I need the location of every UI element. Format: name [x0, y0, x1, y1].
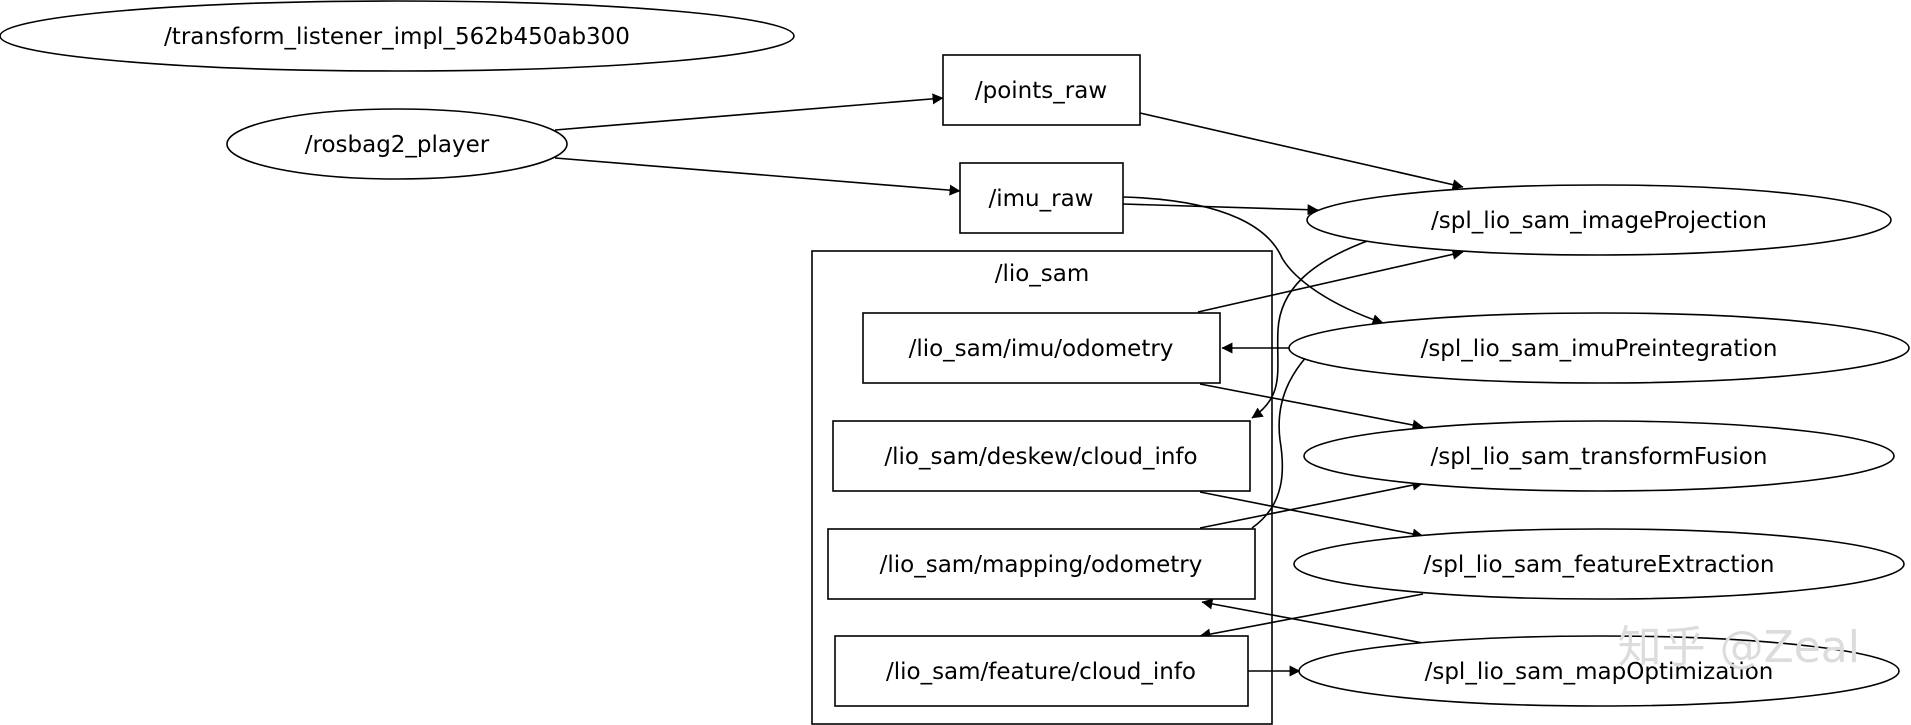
edge-rosbag2-to-imu-raw	[554, 157, 961, 196]
node-transform-listener-label: /transform_listener_impl_562b450ab300	[164, 24, 630, 50]
node-lio-sam-deskew-cloud-info-label: /lio_sam/deskew/cloud_info	[884, 444, 1197, 470]
edge-imu-odometry-to-image-projection	[1197, 248, 1464, 313]
node-lio-sam-mapping-odometry-label: /lio_sam/mapping/odometry	[880, 552, 1203, 578]
node-imu-raw-label: /imu_raw	[989, 186, 1094, 212]
edge-imu-raw-to-image-projection	[1122, 203, 1319, 216]
cluster-label: /lio_sam	[995, 261, 1090, 287]
node-spl-lio-sam-image-projection: /spl_lio_sam_imageProjection	[1306, 184, 1892, 256]
node-lio-sam-imu-odometry: /lio_sam/imu/odometry	[862, 312, 1221, 384]
node-rosbag2-player: /rosbag2_player	[226, 108, 568, 180]
node-spl-lio-sam-feature-extraction: /spl_lio_sam_featureExtraction	[1293, 528, 1905, 600]
node-lio-sam-feature-cloud-info-label: /lio_sam/feature/cloud_info	[886, 659, 1196, 685]
node-lio-sam-deskew-cloud-info: /lio_sam/deskew/cloud_info	[832, 420, 1251, 492]
cluster-lio-sam: /lio_sam	[811, 250, 1273, 725]
edge-points-raw-to-image-projection	[1139, 112, 1464, 191]
edge-mapping-odometry-to-imu-preintegration	[1251, 329, 1336, 529]
edge-rosbag2-to-points-raw	[554, 93, 944, 131]
node-spl-lio-sam-imu-preintegration-label: /spl_lio_sam_imuPreintegration	[1421, 336, 1778, 362]
node-spl-lio-sam-imu-preintegration: /spl_lio_sam_imuPreintegration	[1288, 312, 1910, 384]
edge-map-optimization-to-mapping-odometry	[1201, 598, 1424, 644]
node-points-raw-label: /points_raw	[975, 78, 1107, 104]
node-rosbag2-player-label: /rosbag2_player	[305, 132, 490, 158]
node-spl-lio-sam-transform-fusion: /spl_lio_sam_transformFusion	[1303, 420, 1895, 492]
node-spl-lio-sam-map-optimization: /spl_lio_sam_mapOptimization	[1298, 635, 1900, 707]
node-imu-raw: /imu_raw	[959, 162, 1124, 234]
edges	[554, 93, 1464, 677]
node-lio-sam-imu-odometry-label: /lio_sam/imu/odometry	[909, 336, 1174, 362]
node-spl-lio-sam-image-projection-label: /spl_lio_sam_imageProjection	[1431, 208, 1767, 234]
node-lio-sam-feature-cloud-info: /lio_sam/feature/cloud_info	[834, 635, 1249, 707]
edge-feature-extraction-to-feature-cloud-info	[1199, 593, 1424, 640]
watermark: 知乎 @Zeal	[1618, 622, 1860, 673]
node-transform-listener: /transform_listener_impl_562b450ab300	[0, 0, 795, 72]
node-lio-sam-mapping-odometry: /lio_sam/mapping/odometry	[827, 528, 1256, 600]
edge-mapping-odometry-to-transform-fusion	[1199, 479, 1424, 529]
node-spl-lio-sam-feature-extraction-label: /spl_lio_sam_featureExtraction	[1423, 552, 1774, 578]
node-spl-lio-sam-map-optimization-label: /spl_lio_sam_mapOptimization	[1425, 659, 1774, 685]
edge-imu-odometry-to-transform-fusion	[1199, 383, 1424, 431]
node-spl-lio-sam-transform-fusion-label: /spl_lio_sam_transformFusion	[1431, 444, 1768, 470]
edge-image-projection-to-deskew-cloud-info	[1251, 239, 1371, 419]
edge-deskew-cloud-info-to-feature-extraction	[1199, 491, 1424, 540]
node-points-raw: /points_raw	[942, 54, 1141, 126]
edge-imu-raw-to-imu-preintegration	[1122, 196, 1384, 325]
